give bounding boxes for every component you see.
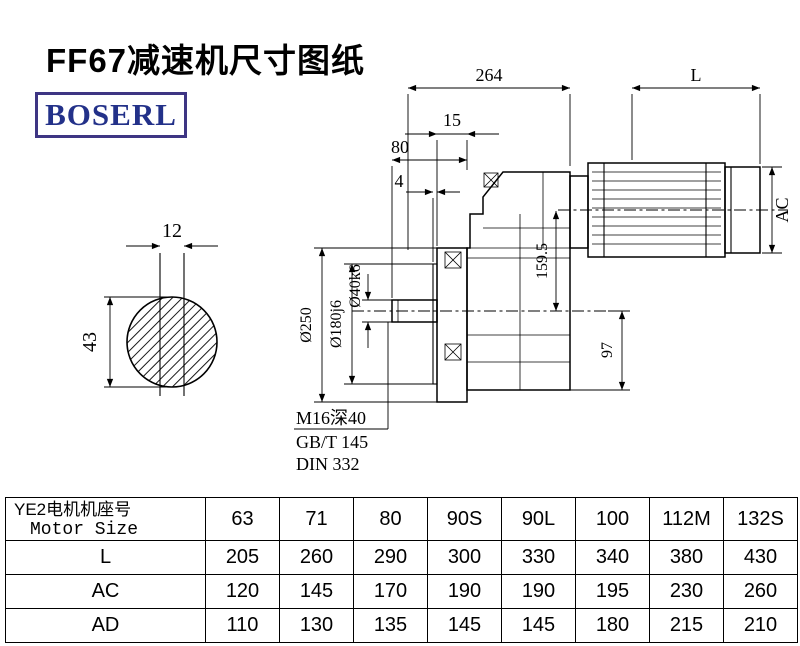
dim-flange-diameter-label: Ø250 [298,307,315,343]
table-cell: 210 [723,608,798,643]
size-column-header: 90S [427,497,502,541]
size-column-header: 80 [353,497,428,541]
dim-159-5-label: 159.5 [534,243,551,279]
technical-drawing: 12 43 [79,65,792,474]
note-std1-label: GB/T 145 [296,432,368,452]
table-row-L: L 205 260 290 300 330 340 380 430 [5,540,798,575]
brand-logo: BOSERL [35,92,187,138]
size-column-header: 63 [205,497,280,541]
dim-97-label: 97 [599,342,616,358]
table-cell: 380 [649,540,724,575]
page-title: FF67减速机尺寸图纸 [46,42,366,80]
dimensions: 264 L 15 80 4 Ø250 Ø180j6 [298,65,792,403]
motor-size-header-cell: YE2电机机座号 Motor Size [5,497,206,541]
table-cell: 330 [501,540,576,575]
row-label-AD: AD [5,608,206,643]
table-header-row: YE2电机机座号 Motor Size 63 71 80 90S 90L 100… [5,497,798,541]
table-cell: 135 [353,608,428,643]
shaft-section-circle [126,296,218,388]
table-cell: 130 [279,608,354,643]
motor-adapter [569,175,589,249]
size-column-header: 132S [723,497,798,541]
dim-L-label: L [691,65,702,85]
bolt-hole-mark-top [444,251,462,269]
dim-80-label: 80 [391,137,409,157]
dim-AC-label: AC [772,197,792,222]
table-cell: 260 [723,574,798,609]
bolt-hole-mark-housing [483,172,499,188]
dim-shaft-diameter-label: Ø40k6 [347,264,364,308]
table-cell: 430 [723,540,798,575]
dim-spigot-diameter-label: Ø180j6 [328,300,345,348]
table-cell: 190 [501,574,576,609]
table-cell: 145 [279,574,354,609]
size-column-header: 71 [279,497,354,541]
table-cell: 215 [649,608,724,643]
row-label-L: L [5,540,206,575]
row-label-AC: AC [5,574,206,609]
motor-size-table: YE2电机机座号 Motor Size 63 71 80 90S 90L 100… [5,497,798,643]
table-row-AD: AD 110 130 135 145 145 180 215 210 [5,608,798,643]
table-cell: 170 [353,574,428,609]
dim-264-label: 264 [476,65,503,85]
dim-section-height-label: 43 [79,332,101,352]
flange-spigot [432,263,438,385]
table-cell: 180 [575,608,650,643]
table-cell: 340 [575,540,650,575]
size-column-header: 90L [501,497,576,541]
table-cell: 300 [427,540,502,575]
mounting-flange [436,247,468,403]
table-cell: 110 [205,608,280,643]
table-cell: 145 [427,608,502,643]
table-cell: 195 [575,574,650,609]
gearbox-side-view [352,162,788,403]
header-label-en: Motor Size [30,519,139,540]
bolt-hole-mark-bottom [444,343,462,361]
note-tap-label: M16深40 [296,408,366,428]
dim-4-label: 4 [395,171,404,191]
shaft-cross-section-view: 12 43 [79,220,218,396]
table-cell: 290 [353,540,428,575]
table-cell: 205 [205,540,280,575]
table-cell: 145 [501,608,576,643]
table-row-AC: AC 120 145 170 190 190 195 230 260 [5,574,798,609]
note-std2-label: DIN 332 [296,454,360,474]
table-cell: 230 [649,574,724,609]
dim-15-label: 15 [443,110,461,130]
table-cell: 260 [279,540,354,575]
table-cell: 190 [427,574,502,609]
header-label-cn: YE2电机机座号 [14,499,132,519]
dim-keyway-width-label: 12 [162,220,182,242]
brand-text: BOSERL [45,97,177,132]
table-cell: 120 [205,574,280,609]
size-column-header: 100 [575,497,650,541]
size-column-header: 112M [649,497,724,541]
shaft-end-notes: M16深40 GB/T 145 DIN 332 [294,322,389,474]
gear-housing [466,171,571,391]
